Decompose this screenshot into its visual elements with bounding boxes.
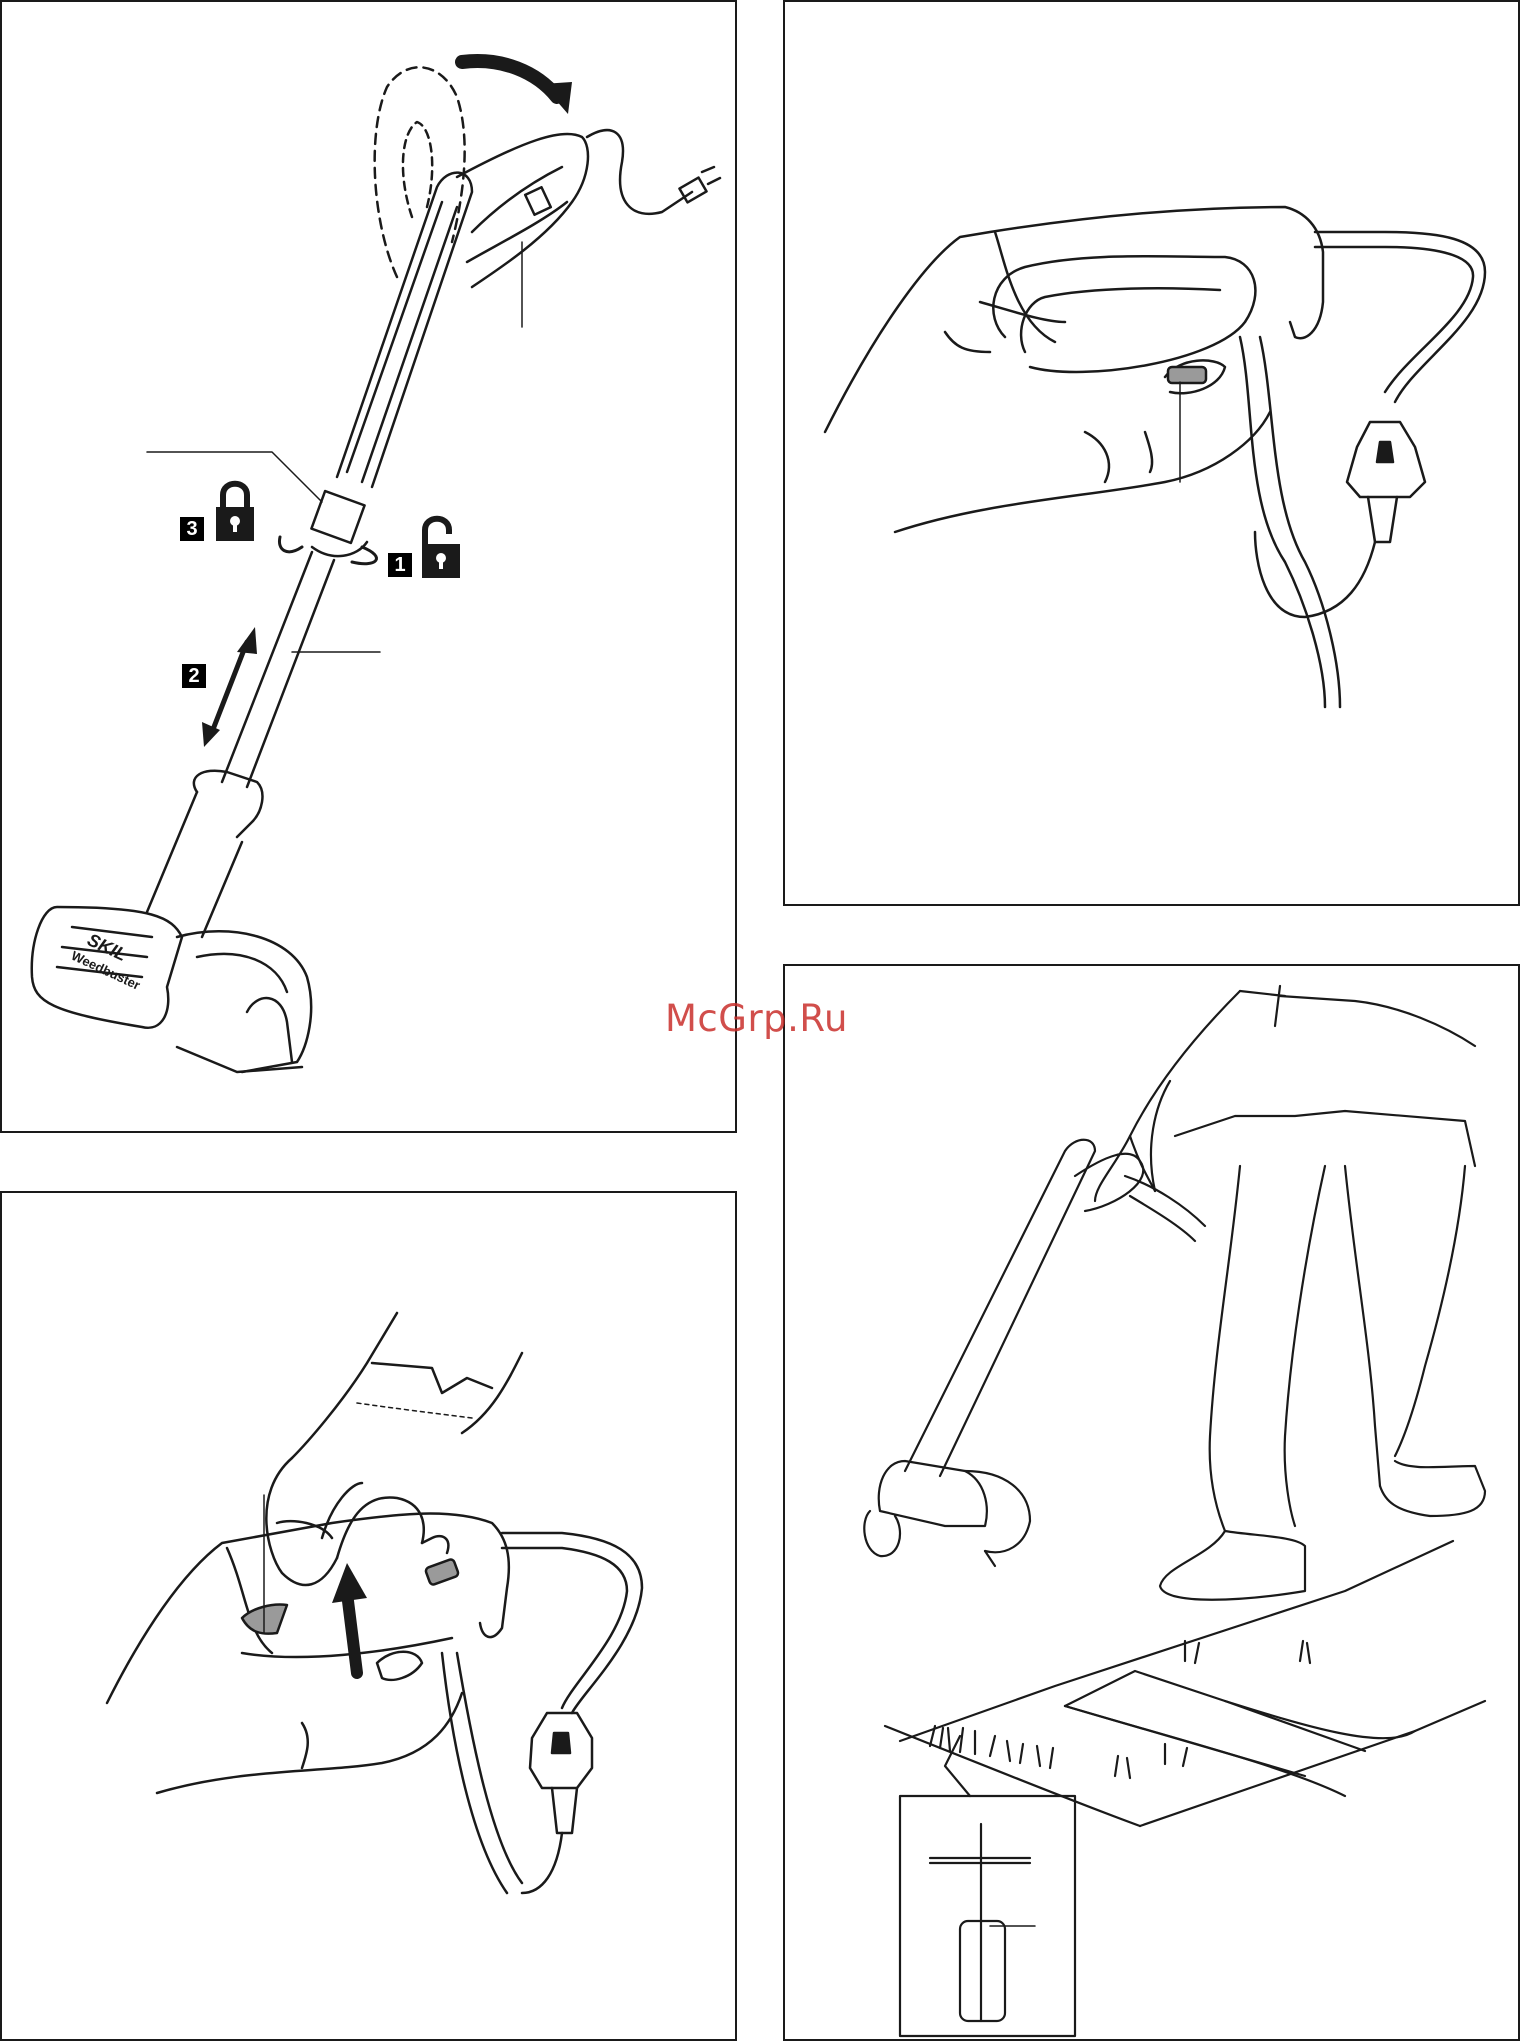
step-badge-1: 1 — [388, 553, 412, 577]
operating-illustration — [785, 966, 1520, 2043]
cord-retainer-illustration — [785, 2, 1520, 908]
step-badge-2: 2 — [182, 664, 206, 688]
step-badge-3: 3 — [180, 517, 204, 541]
padlock-open-icon — [422, 519, 460, 578]
panel-assembly: SKIL Weedbuster 1 2 3 — [0, 0, 737, 1133]
watermark: McGrp.Ru — [665, 997, 885, 1047]
up-arrow-icon — [332, 1563, 367, 1603]
switch-on-illustration — [2, 1193, 739, 2043]
panel-operating — [783, 964, 1520, 2041]
panel-cord-retainer — [783, 0, 1520, 906]
padlock-closed-icon — [216, 484, 254, 541]
panel-switch-on — [0, 1191, 737, 2041]
assembly-illustration: SKIL Weedbuster — [2, 2, 739, 1135]
